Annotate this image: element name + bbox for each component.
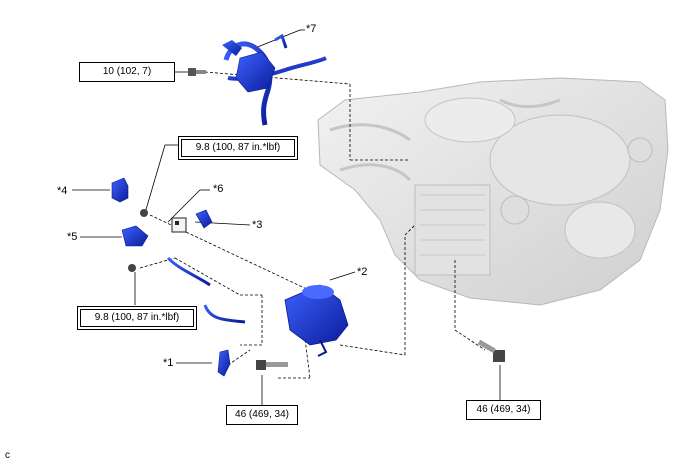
starter-motor-part-2 <box>284 284 349 357</box>
bolt-bottom-middle <box>256 360 288 370</box>
nut-lower <box>128 264 136 272</box>
clip-part-3 <box>195 209 213 229</box>
terminal-part-1 <box>217 349 231 377</box>
torque-box-bottom-middle: 46 (469, 34) <box>226 405 298 425</box>
callout-4: *4 <box>57 185 68 197</box>
bracket-part-5 <box>121 225 149 247</box>
bolt-top <box>188 68 206 76</box>
nut-upper <box>140 209 148 217</box>
torque-value-mid-upper: 9.8 (100, 87 in.*lbf) <box>181 139 295 157</box>
cable-lower <box>203 304 246 324</box>
torque-box-bottom-right: 46 (469, 34) <box>466 400 541 420</box>
callout-5: *5 <box>67 231 78 243</box>
callout-3: *3 <box>252 219 263 231</box>
bolt-bottom-right <box>477 339 505 362</box>
engine-assembly <box>317 77 669 306</box>
torque-box-mid-upper: 9.8 (100, 87 in.*lbf) <box>178 136 298 160</box>
callout-1: *1 <box>163 357 174 369</box>
connector-part-6 <box>171 217 187 233</box>
torque-box-mid-lower: 9.8 (100, 87 in.*lbf) <box>77 306 197 330</box>
callout-6: *6 <box>213 183 224 195</box>
callout-7: *7 <box>306 23 317 35</box>
cable-upper <box>166 256 211 287</box>
corner-letter: c <box>5 450 10 461</box>
wire-harness-part <box>222 33 327 126</box>
bracket-part-4 <box>111 177 129 203</box>
torque-value-mid-lower: 9.8 (100, 87 in.*lbf) <box>80 309 194 327</box>
torque-box-top: 10 (102, 7) <box>79 62 175 82</box>
callout-2: *2 <box>357 266 368 278</box>
